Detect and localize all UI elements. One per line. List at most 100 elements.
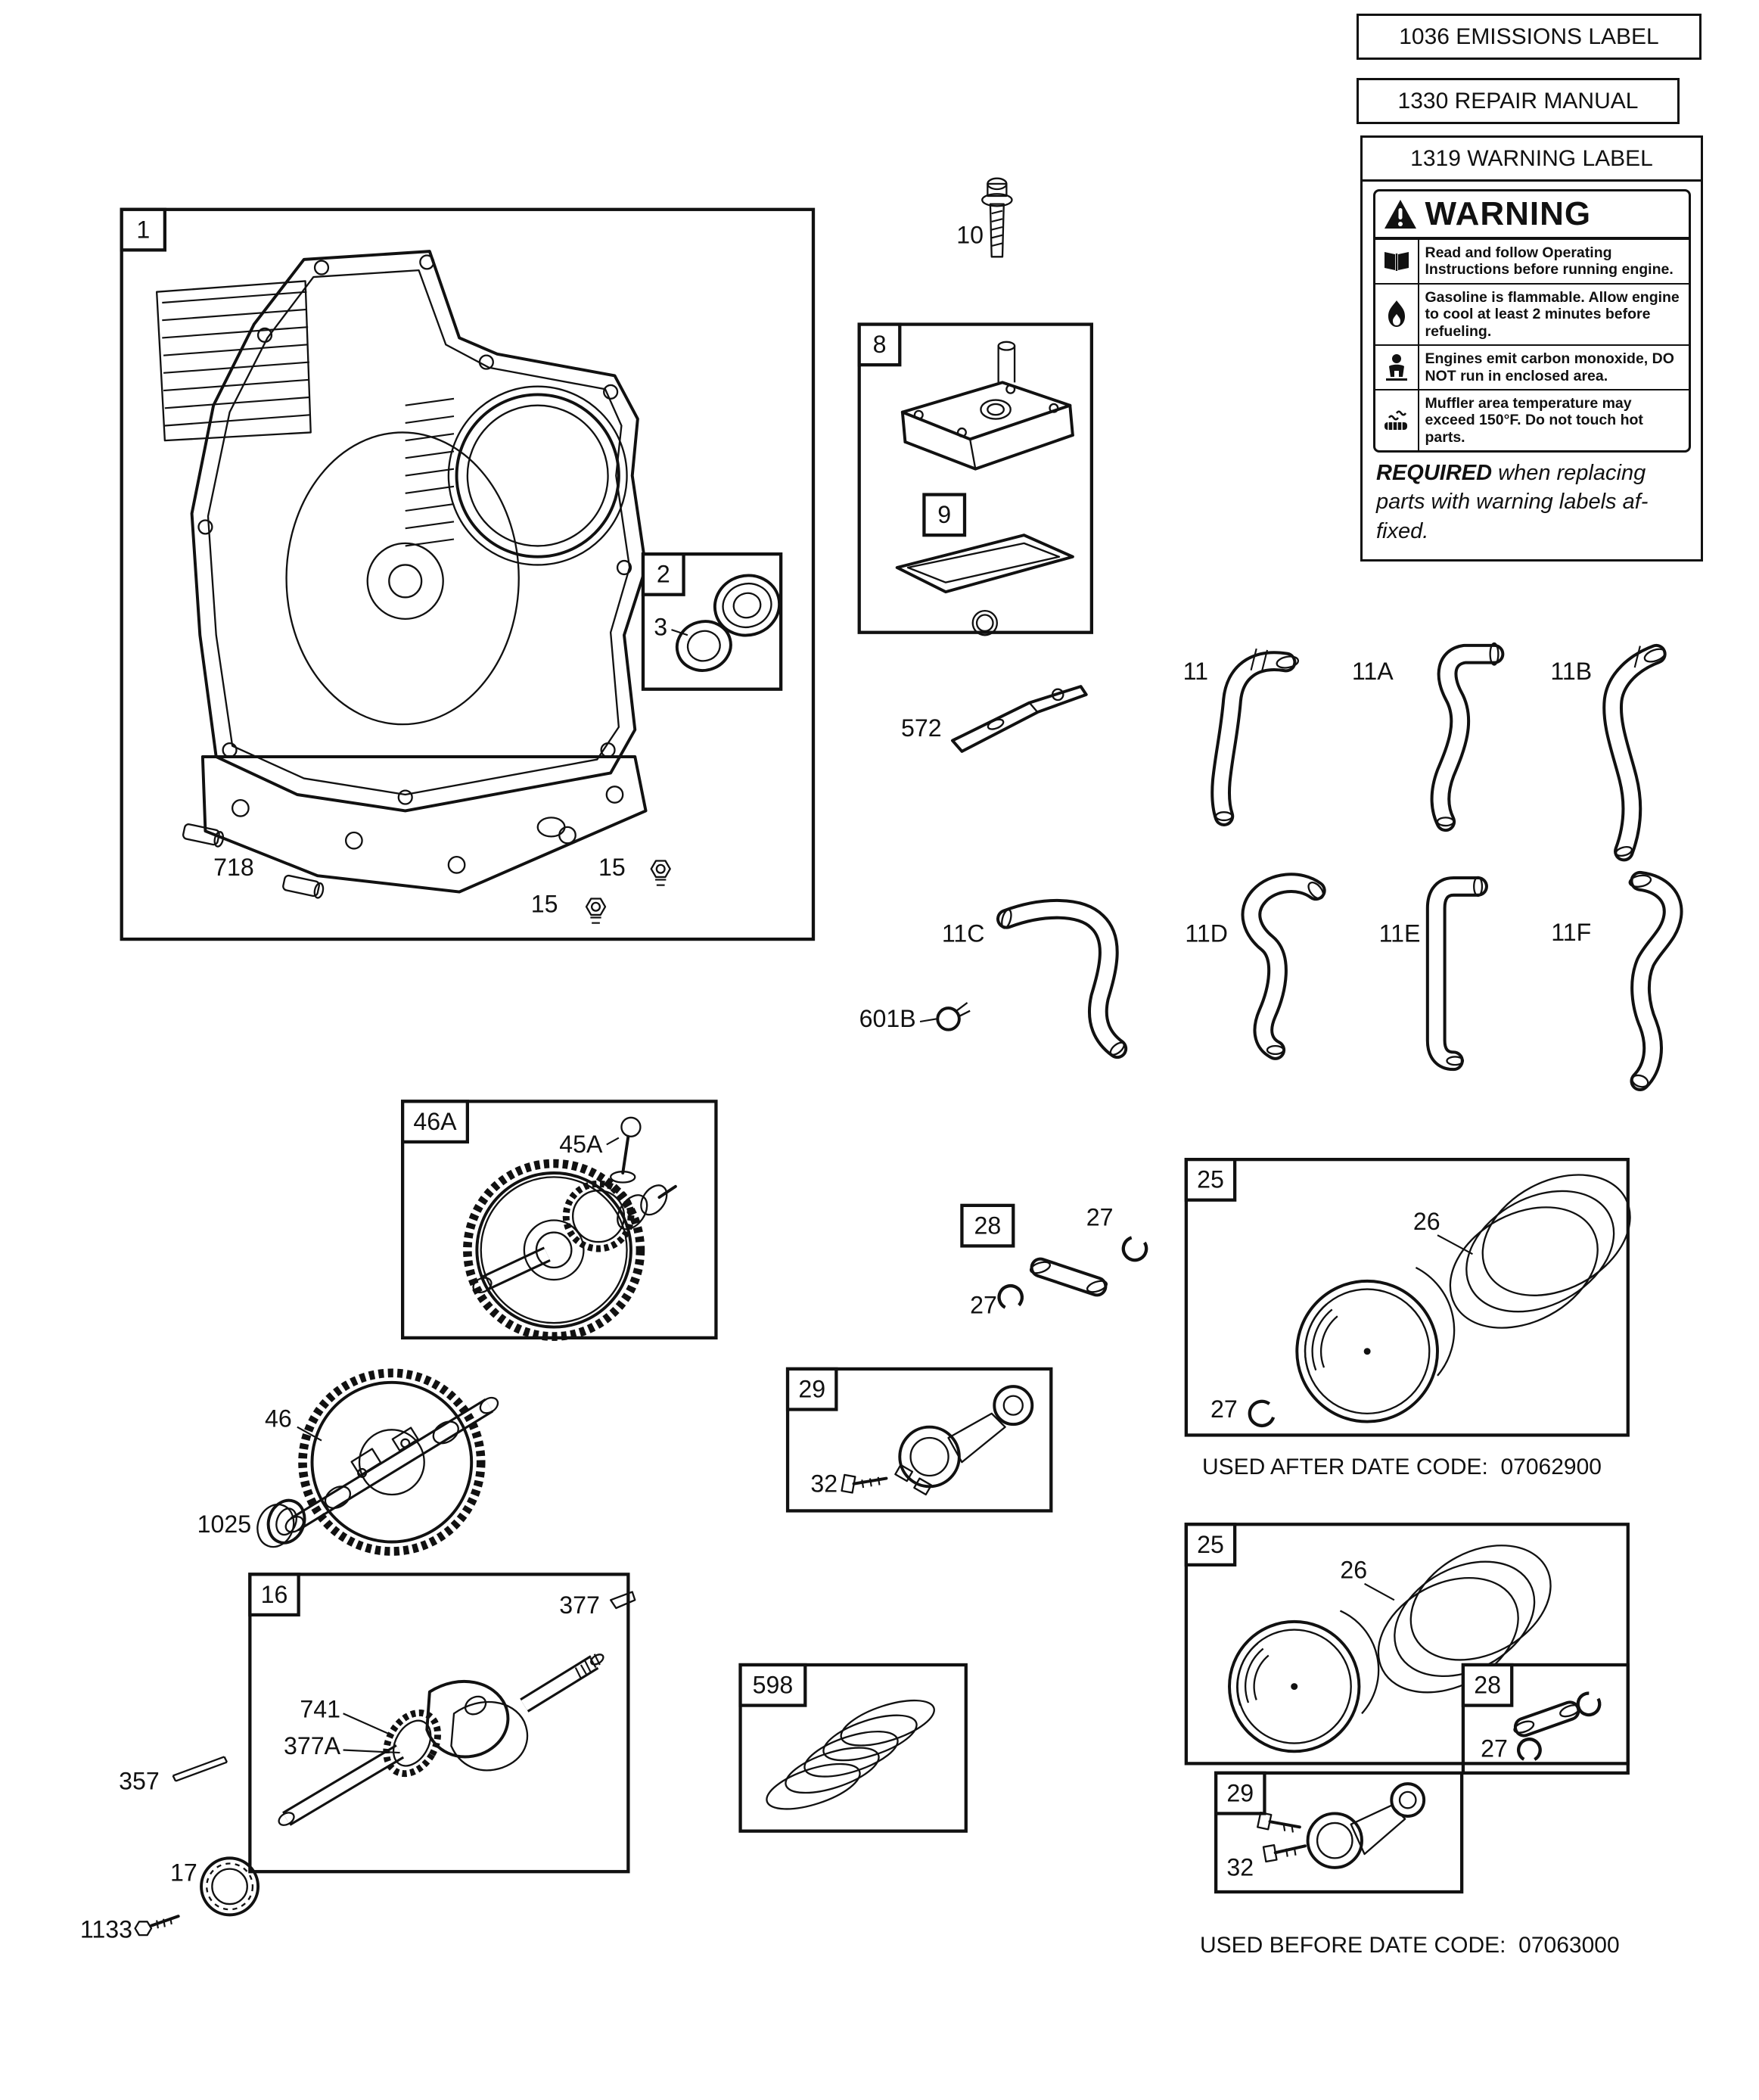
- breather-gasket-drawing: [895, 534, 1074, 636]
- repair-manual-box: 1330 REPAIR MANUAL: [1357, 78, 1680, 124]
- callout-598: 598: [753, 1672, 794, 1699]
- breather-cover-drawing: [900, 341, 1074, 471]
- muffler-icon: [1384, 410, 1407, 430]
- cam-gear-46-drawing: [284, 1368, 499, 1556]
- callout-1133: 1133: [80, 1916, 132, 1943]
- dowel-pin-718-drawing: [182, 823, 325, 899]
- dowel-pin-357-drawing: [172, 1756, 228, 1782]
- callout-718: 718: [213, 854, 254, 881]
- breather-tube-bracket-drawing: [950, 685, 1088, 753]
- callout-11: 11: [1183, 658, 1208, 685]
- callout-27-upper-right: 27: [1086, 1204, 1114, 1231]
- callout-29-after: 29: [798, 1375, 825, 1402]
- callout-16: 16: [261, 1581, 288, 1608]
- group-box-29-before: 29 32: [1214, 1771, 1464, 1894]
- group-box-2: 2 3: [641, 552, 783, 691]
- callout-15-upper: 15: [598, 854, 626, 881]
- woodruff-key-drawing: [609, 1591, 636, 1610]
- breather-tube-11-drawing: [1210, 648, 1300, 826]
- used-after-note: USED AFTER DATE CODE: 07062900: [1202, 1454, 1602, 1479]
- emissions-label-text: 1036 EMISSIONS LABEL: [1399, 23, 1659, 49]
- callout-377: 377: [559, 1591, 600, 1619]
- book-icon: [1384, 252, 1409, 272]
- callout-2: 2: [657, 561, 670, 588]
- crankcase-cylinder-drawing: [155, 250, 648, 894]
- warning-row-3: Engines emit carbon monoxide, DO NOT run…: [1375, 346, 1689, 390]
- callout-27-after: 27: [1210, 1395, 1238, 1423]
- breather-tube-11a-drawing: [1430, 642, 1505, 832]
- piston-pin-drawing-before: [1513, 1691, 1602, 1762]
- required-note-line1: when replacing: [1492, 461, 1646, 486]
- group-box-46a: 46A 45A: [401, 1100, 718, 1341]
- callout-741: 741: [300, 1696, 340, 1723]
- piston-drawing: [1295, 1266, 1456, 1423]
- hex-bolt-1133-drawing: [134, 1915, 180, 1937]
- connecting-rod-drawing-before: [1306, 1782, 1426, 1869]
- retaining-clip-drawing: [997, 1235, 1148, 1311]
- flange-bolt-10-drawing: [981, 177, 1013, 258]
- required-note-line3: fixed.: [1376, 518, 1429, 543]
- callout-32-after: 32: [810, 1470, 838, 1497]
- repair-manual-text: 1330 REPAIR MANUAL: [1397, 88, 1639, 114]
- person-gas-icon: [1385, 353, 1407, 381]
- warning-sign-title: WARNING: [1425, 195, 1592, 232]
- hose-clamp-drawing: [936, 1002, 971, 1031]
- callout-27-lower-left: 27: [970, 1292, 997, 1319]
- warning-label-section: 1319 WARNING LABEL WARNING Read and foll…: [1360, 135, 1703, 562]
- piston-drawing-before: [1228, 1610, 1380, 1753]
- callout-11a: 11A: [1352, 658, 1394, 685]
- warning-sign-header: WARNING: [1375, 191, 1689, 240]
- warning-label-title-text: 1319 WARNING LABEL: [1410, 145, 1653, 171]
- callout-11b: 11B: [1550, 658, 1592, 685]
- callout-32-before: 32: [1226, 1854, 1254, 1881]
- used-before-note: USED BEFORE DATE CODE: 07063000: [1200, 1933, 1620, 1958]
- breather-tube-11f-drawing: [1628, 870, 1683, 1091]
- group-box-16: 16 377 741 377A: [248, 1573, 636, 1874]
- warning-row-4: Muffler area temperature may exceed 150°…: [1375, 390, 1689, 451]
- flame-icon: [1388, 300, 1405, 328]
- group-box-29-after: 29 32: [785, 1367, 1053, 1513]
- breather-tube-11d-drawing: [1241, 873, 1326, 1060]
- spring-drawing: [766, 1699, 935, 1810]
- callout-28: 28: [974, 1212, 1001, 1239]
- required-note-line2: parts with warning labels af-: [1376, 490, 1649, 515]
- breather-tube-11e-drawing: [1425, 876, 1488, 1072]
- rod-bolt-drawing-before: [1257, 1811, 1307, 1863]
- group-box-25-before: 25 26: [1184, 1523, 1630, 1766]
- warning-row-2-text: Gasoline is flammable. Allow engine to c…: [1425, 288, 1680, 340]
- callout-9: 9: [937, 501, 951, 528]
- rod-bolt-drawing: [841, 1473, 888, 1494]
- group-box-1: 1: [120, 207, 816, 941]
- callout-11f: 11F: [1551, 919, 1591, 946]
- callout-29-before: 29: [1226, 1779, 1254, 1806]
- piston-rings-drawing: [1449, 1174, 1631, 1329]
- required-note-bold: REQUIRED: [1376, 461, 1493, 486]
- callout-15-lower: 15: [531, 890, 558, 917]
- warning-row-4-text: Muffler area temperature may exceed 150°…: [1425, 394, 1643, 446]
- breather-tube-11b-drawing: [1602, 643, 1667, 862]
- callout-601b: 601B: [859, 1005, 916, 1032]
- warning-row-1: Read and follow Operating Instructions b…: [1375, 240, 1689, 285]
- warning-label-title-box: 1319 WARNING LABEL: [1363, 138, 1701, 182]
- callout-357: 357: [119, 1767, 160, 1794]
- callout-28-before: 28: [1474, 1672, 1501, 1699]
- warning-triangle-icon: [1384, 200, 1416, 229]
- callout-10: 10: [956, 221, 984, 248]
- callout-572: 572: [901, 714, 942, 742]
- warning-row-3-text: Engines emit carbon monoxide, DO NOT run…: [1425, 350, 1674, 384]
- callout-3: 3: [654, 613, 667, 640]
- callout-45a: 45A: [559, 1131, 603, 1158]
- crankshaft-drawing: [278, 1654, 604, 1826]
- warning-sign: WARNING Read and follow Operating Instru…: [1372, 189, 1691, 453]
- callout-11e: 11E: [1379, 920, 1421, 947]
- group-box-28-before: 28 27: [1461, 1663, 1630, 1775]
- connecting-rod-drawing: [894, 1385, 1034, 1496]
- callout-26-after: 26: [1413, 1208, 1440, 1235]
- callout-1025: 1025: [197, 1510, 251, 1538]
- piston-pin-group-upper: 28 27 27: [960, 1204, 1148, 1319]
- piston-pin-drawing: [1029, 1257, 1108, 1297]
- callout-11c: 11C: [942, 920, 985, 947]
- group-box-598: 598: [738, 1663, 968, 1833]
- camshaft-drawing: [463, 1159, 677, 1341]
